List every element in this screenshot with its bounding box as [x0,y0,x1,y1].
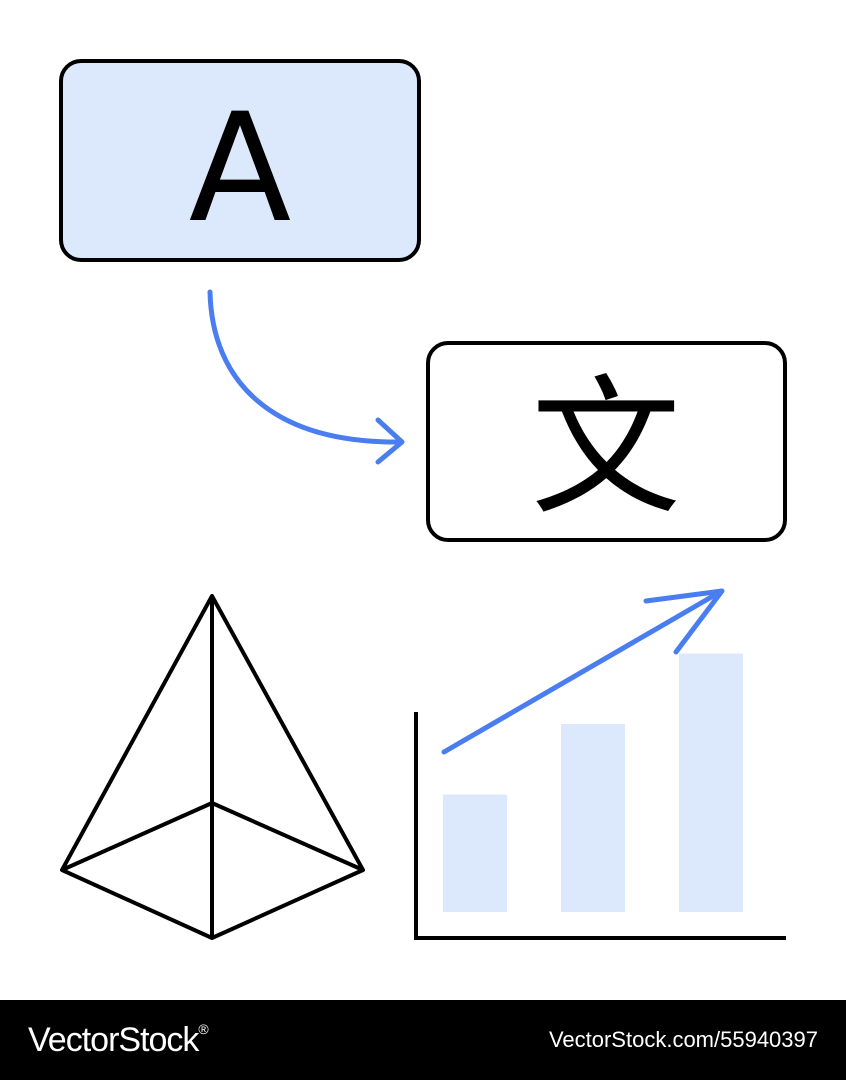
image-reference-url: VectorStock.com/55940397 [548,1027,818,1052]
chart-bar-1 [443,794,507,912]
target-language-box: 文 [426,341,787,542]
illustration-artwork: A 文 [59,59,787,940]
chart-bars [443,653,743,912]
source-language-box: A [59,59,421,262]
growth-bar-chart [414,588,786,940]
chart-bar-3 [679,653,743,912]
source-box-frame [59,59,421,262]
chinese-character-wen: 文 [531,362,681,536]
chart-axes [414,712,786,940]
target-box-frame [426,341,787,542]
chart-bar-2 [561,724,625,912]
trend-up-arrow-icon [441,588,725,755]
translate-arrow-icon [207,289,405,465]
pyramid-icon [60,594,365,940]
watermark-footer: VectorStock® VectorStock.com/55940397 [0,1000,846,1080]
brand-name: VectorStock® [28,1020,209,1059]
latin-letter-a: A [189,82,292,256]
